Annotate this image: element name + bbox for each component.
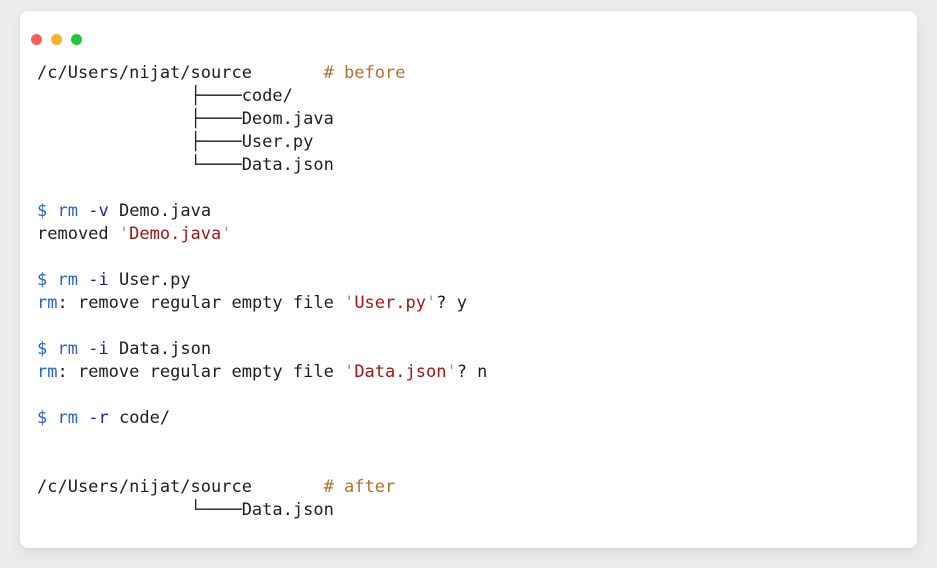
terminal-line: ├────Deom.java: [37, 108, 487, 131]
terminal-text-plain: Demo.java: [108, 201, 212, 221]
terminal-text-cmd: rm: [37, 362, 58, 382]
terminal-text-cmd: rm: [57, 270, 78, 290]
terminal-text-plain: removed: [37, 224, 119, 244]
terminal-text-quote: ': [425, 293, 437, 313]
terminal-text-flag: -i: [88, 339, 109, 359]
terminal-line: └────Data.json: [37, 154, 487, 177]
terminal-text-cmd: rm: [57, 339, 78, 359]
terminal-text-plain: Data.json: [108, 339, 212, 359]
terminal-line: removed 'Demo.java': [37, 223, 487, 246]
terminal-text-flag: -i: [88, 270, 109, 290]
terminal-text-cmd: rm: [57, 408, 78, 428]
terminal-text-plain: [78, 201, 88, 221]
terminal-text-plain: : remove regular empty file: [57, 293, 345, 313]
terminal-line: ├────User.py: [37, 131, 487, 154]
terminal-text-plain: ├────code/: [37, 86, 293, 106]
terminal-text-flag: -r: [88, 408, 109, 428]
terminal-line: $ rm -r code/: [37, 407, 487, 430]
terminal-line: $ rm -i User.py: [37, 269, 487, 292]
terminal-text-cmd: rm: [37, 293, 58, 313]
minimize-button[interactable]: [51, 33, 62, 45]
terminal-text-plain: [47, 339, 57, 359]
terminal-text-plain: └────Data.json: [37, 500, 334, 520]
terminal-text-cmd: $: [37, 339, 48, 359]
terminal-line: └────Data.json: [37, 499, 487, 522]
terminal-text-plain: [78, 339, 88, 359]
terminal-line: [37, 246, 487, 269]
terminal-text-plain: User.py: [108, 270, 191, 290]
terminal-text-plain: ├────Deom.java: [37, 109, 334, 129]
terminal-line: rm: remove regular empty file 'User.py'?…: [37, 292, 487, 315]
terminal-text-comment: # before: [323, 63, 406, 83]
terminal-line: [37, 315, 487, 338]
terminal-text-plain: : remove regular empty file: [57, 362, 345, 382]
terminal-text-plain: /c/Users/nijat/source: [37, 63, 324, 83]
terminal-text-cmd: $: [37, 270, 48, 290]
terminal-line: ├────code/: [37, 85, 487, 108]
terminal-text-plain: [47, 201, 57, 221]
terminal-output: /c/Users/nijat/source # before ├────code…: [37, 62, 487, 522]
terminal-line: $ rm -v Demo.java: [37, 200, 487, 223]
terminal-window: /c/Users/nijat/source # before ├────code…: [20, 11, 917, 548]
terminal-text-plain: ├────User.py: [37, 132, 314, 152]
terminal-line: [37, 430, 487, 453]
terminal-line: $ rm -i Data.json: [37, 338, 487, 361]
terminal-text-cmd: rm: [57, 201, 78, 221]
terminal-text-plain: ? y: [436, 293, 467, 313]
maximize-button[interactable]: [71, 33, 82, 45]
terminal-text-plain: [78, 408, 88, 428]
terminal-text-quote: ': [118, 224, 130, 244]
terminal-line: [37, 384, 487, 407]
close-button[interactable]: [31, 33, 42, 45]
terminal-line: rm: remove regular empty file 'Data.json…: [37, 361, 487, 384]
terminal-line: /c/Users/nijat/source # before: [37, 62, 487, 85]
terminal-text-plain: /c/Users/nijat/source: [37, 477, 324, 497]
terminal-text-quote: ': [344, 362, 355, 382]
terminal-text-quote: ': [221, 224, 232, 244]
terminal-line: [37, 177, 487, 200]
terminal-text-comment: # after: [323, 477, 396, 497]
terminal-text-cmd: $: [37, 201, 48, 221]
terminal-text-plain: code/: [108, 408, 171, 428]
terminal-text-str: Data.json: [354, 362, 447, 382]
window-titlebar: [20, 11, 917, 50]
terminal-text-quote: ': [344, 293, 355, 313]
terminal-text-plain: └────Data.json: [37, 155, 334, 175]
terminal-text-plain: [47, 408, 57, 428]
terminal-text-cmd: $: [37, 408, 48, 428]
terminal-text-str: User.py: [354, 293, 426, 313]
terminal-text-flag: -v: [88, 201, 109, 221]
terminal-text-quote: ': [446, 362, 457, 382]
terminal-text-str: Demo.java: [129, 224, 222, 244]
terminal-line: /c/Users/nijat/source # after: [37, 476, 487, 499]
terminal-text-plain: [78, 270, 88, 290]
terminal-text-plain: [47, 270, 57, 290]
terminal-line: [37, 453, 487, 476]
terminal-text-plain: ? n: [456, 362, 488, 382]
